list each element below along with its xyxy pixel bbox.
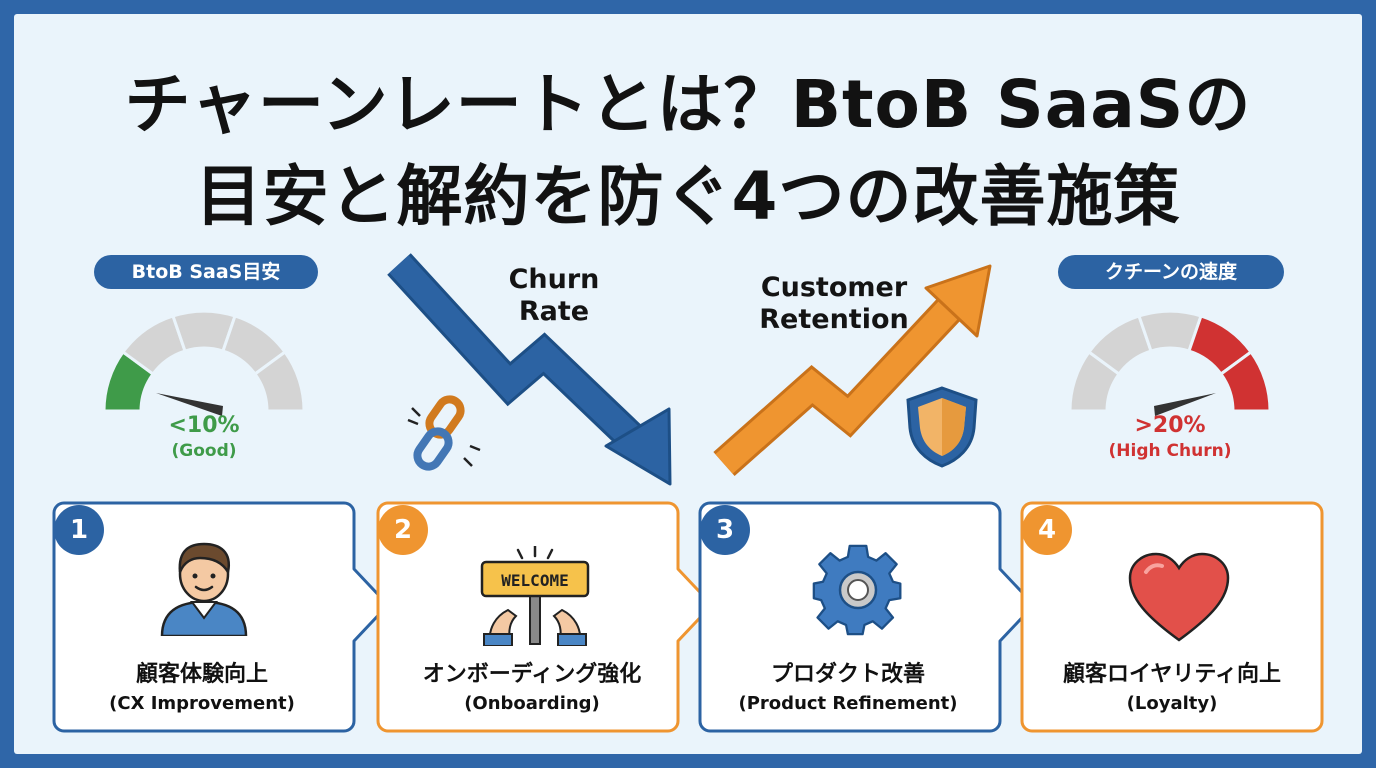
step-3-text: プロダクト改善 (Product Refinement) xyxy=(718,660,978,718)
step-2-text: オンボーディング強化 (Onboarding) xyxy=(387,660,677,718)
step-3-title-en: (Product Refinement) xyxy=(738,693,958,714)
right-gauge-label: クチーンの速度 xyxy=(1058,255,1284,289)
step-2-title-jp: オンボーディング強化 xyxy=(422,662,642,687)
step-4-badge: 4 xyxy=(1022,505,1072,555)
step-1-text: 顧客体験向上 (CX Improvement) xyxy=(72,660,332,718)
step-4-title-jp: 顧客ロイヤリティ向上 xyxy=(1062,662,1282,687)
step-3-badge: 3 xyxy=(700,505,750,555)
left-gauge-label: BtoB SaaS目安 xyxy=(94,255,318,289)
step-1-title-jp: 顧客体験向上 xyxy=(135,662,268,687)
title-line-1: チャーンレートとは？BtoB SaaSの xyxy=(124,66,1252,143)
heart-icon xyxy=(1128,552,1230,642)
welcome-sign-text: WELCOME xyxy=(501,571,568,590)
infographic-frame: チャーンレートとは？BtoB SaaSの 目安と解約を防ぐ4つの改善施策 Bto… xyxy=(14,14,1362,754)
welcome-sign-icon: WELCOME xyxy=(480,546,590,646)
gear-icon xyxy=(812,544,902,636)
right-gauge-value: >20% xyxy=(1134,413,1206,438)
right-gauge-note: (High Churn) xyxy=(1108,441,1232,461)
person-icon xyxy=(160,542,248,636)
step-2-title-en: (Onboarding) xyxy=(464,693,600,714)
title-line-2: 目安と解約を防ぐ4つの改善施策 xyxy=(195,158,1181,235)
step-4-text: 顧客ロイヤリティ向上 (Loyalty) xyxy=(1032,660,1312,718)
left-gauge-segments xyxy=(102,309,306,413)
shield-icon xyxy=(906,386,978,468)
step-2-badge: 2 xyxy=(378,505,428,555)
step-3-title-jp: プロダクト改善 xyxy=(770,662,925,687)
up-arrow-label: Customer Retention xyxy=(759,272,909,335)
step-2-card-shape xyxy=(376,501,714,733)
left-gauge-note: (Good) xyxy=(171,441,237,461)
broken-chain-icon xyxy=(407,395,481,471)
right-gauge xyxy=(1068,309,1272,416)
left-gauge xyxy=(102,309,306,416)
right-gauge-needle xyxy=(1154,393,1216,416)
step-1-title-en: (CX Improvement) xyxy=(109,693,295,714)
up-trend-arrow xyxy=(713,264,992,476)
step-4-title-en: (Loyalty) xyxy=(1126,693,1218,714)
left-gauge-needle xyxy=(156,393,223,416)
down-arrow-label: Churn Rate xyxy=(508,264,600,327)
down-trend-arrow xyxy=(387,253,672,486)
right-gauge-segments xyxy=(1068,309,1272,413)
left-gauge-value: <10% xyxy=(168,413,240,438)
step-1-badge: 1 xyxy=(54,505,104,555)
